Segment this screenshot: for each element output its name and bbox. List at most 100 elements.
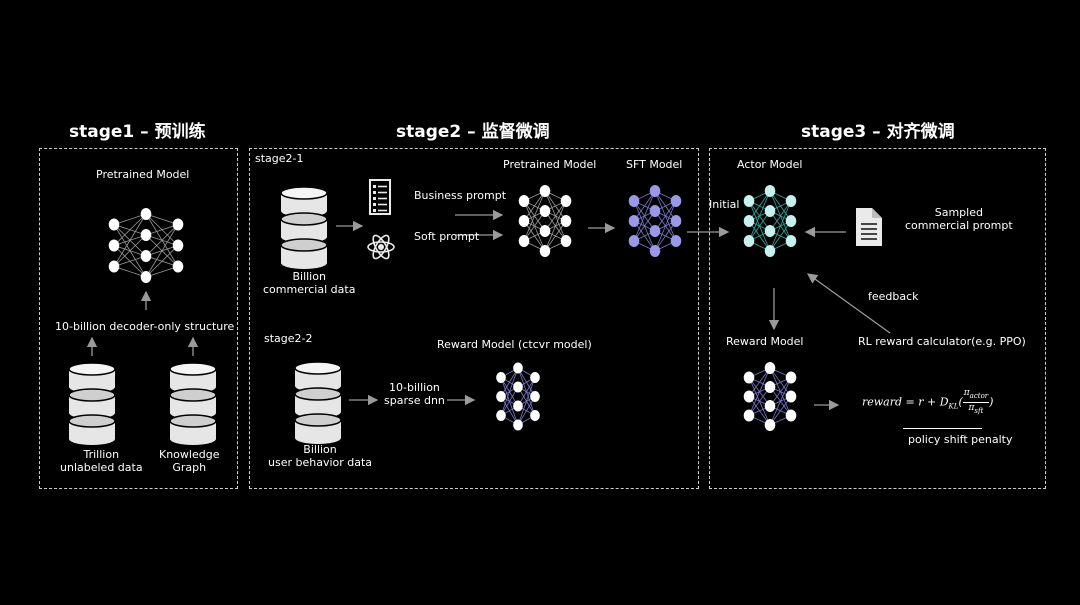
stage3-title: stage3 – 对齐微调 (801, 122, 955, 142)
stage3-reward-model-label: Reward Model (726, 335, 804, 348)
formula-den-sub: sft (974, 406, 984, 415)
formula-eq: = r + D (902, 395, 949, 409)
network-node (513, 381, 523, 393)
network-node (539, 225, 551, 237)
network-node (513, 400, 523, 412)
network-node (108, 260, 120, 273)
stage2-reward-network (496, 362, 540, 431)
stage1-structure-label: 10-billion decoder-only structure (55, 320, 235, 333)
stage2-data1-label: Billion commercial data (263, 270, 356, 296)
stage2-pretrained-label: Pretrained Model (503, 158, 597, 171)
network-node (496, 391, 506, 402)
network-node (172, 218, 184, 231)
network-node (539, 185, 551, 197)
atom-icon (367, 234, 395, 260)
network-node (628, 235, 640, 247)
formula-num: π (963, 388, 970, 398)
network-node (743, 195, 755, 207)
network-node (764, 225, 776, 237)
network-node (649, 225, 661, 237)
network-node (628, 195, 640, 207)
network-node (764, 419, 776, 431)
stage1-data1-label: Trillion unlabeled data (60, 448, 143, 474)
stage2-sub2-label: stage2-2 (264, 332, 313, 345)
network-node (140, 271, 152, 283)
network-node (628, 215, 640, 227)
network-node (785, 215, 797, 227)
list-document-icon (369, 179, 391, 215)
formula-lhs: reward (862, 395, 903, 409)
network-node (785, 195, 797, 207)
network-node (785, 390, 797, 403)
policy-penalty-label: policy shift penalty (908, 433, 1013, 446)
business-prompt-label: Business prompt (414, 189, 507, 202)
network-node (530, 410, 540, 421)
network-node (496, 410, 506, 421)
network-node (539, 245, 551, 257)
sparse-dnn-label: 10-billion sparse dnn (384, 381, 445, 407)
network-node (530, 391, 540, 402)
network-node (764, 205, 776, 217)
network-node (743, 409, 755, 422)
network-node (743, 371, 755, 384)
stage2-reward-model-label: Reward Model (ctcvr model) (437, 338, 592, 351)
stage3-arrow-feedback (806, 273, 891, 334)
network-node (513, 362, 523, 374)
network-node (108, 218, 120, 231)
network-node (743, 215, 755, 227)
network-node (140, 208, 152, 220)
stage3-reward-network (743, 362, 797, 431)
network-node (560, 215, 572, 227)
penalty-underline (903, 428, 982, 429)
network-node (560, 235, 572, 247)
network-node (670, 195, 682, 207)
stage2-commercial-database-icon (280, 186, 328, 269)
network-node (649, 185, 661, 197)
stage2-title: stage2 – 监督微调 (396, 122, 550, 142)
network-node (513, 419, 523, 431)
network-node (172, 260, 184, 273)
network-node (649, 245, 661, 257)
formula-den: π (968, 402, 975, 413)
stage2-box (249, 148, 699, 489)
network-node (785, 235, 797, 247)
network-node (743, 390, 755, 403)
actor-model-label: Actor Model (737, 158, 803, 171)
soft-prompt-label: Soft prompt (414, 230, 480, 243)
initial-label: Initial (709, 198, 740, 211)
stage1-model-label: Pretrained Model (96, 168, 190, 181)
stage3-box (709, 148, 1046, 489)
actor-network (743, 185, 797, 257)
network-node (530, 372, 540, 383)
document-icon (856, 208, 882, 246)
stage1-box (39, 148, 238, 489)
network-node (764, 245, 776, 257)
stage2-pretrained-network (518, 185, 572, 257)
network-node (670, 215, 682, 227)
stage2-data2-label: Billion user behavior data (268, 443, 373, 469)
feedback-label: feedback (868, 290, 919, 303)
sft-network (628, 185, 682, 257)
network-node (670, 235, 682, 247)
stage1-title: stage1 – 预训练 (69, 122, 206, 142)
network-node (743, 235, 755, 247)
network-node (108, 239, 120, 252)
network-node (518, 215, 530, 227)
network-node (764, 362, 776, 374)
trillion-database-icon (68, 362, 116, 445)
rl-calculator-label: RL reward calculator(e.g. PPO) (858, 335, 1026, 348)
stage2-behavior-database-icon (294, 361, 342, 444)
stage2-sub1-label: stage2-1 (255, 152, 304, 165)
stage1-pretrained-network (108, 208, 184, 283)
network-node (172, 239, 184, 252)
formula-num-sub: actor (969, 391, 989, 400)
formula-sub: KL (948, 402, 959, 411)
network-node (764, 400, 776, 412)
network-node (560, 195, 572, 207)
network-node (764, 185, 776, 197)
network-node (539, 205, 551, 217)
network-node (518, 195, 530, 207)
